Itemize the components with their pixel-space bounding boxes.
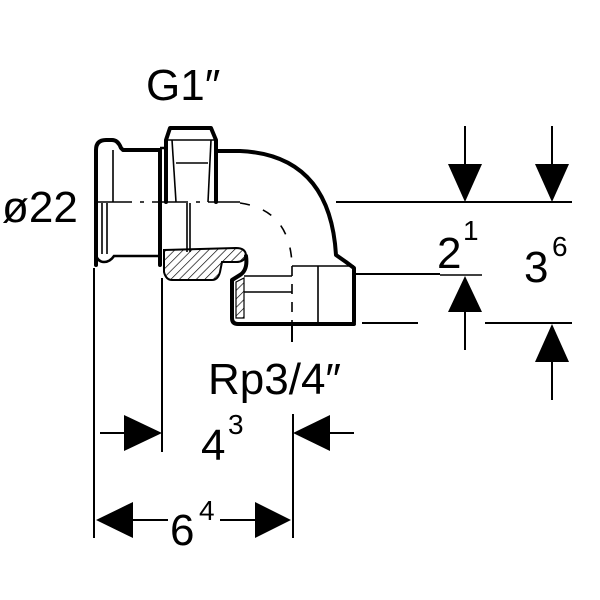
dim-height-outer-sup: 6 (552, 231, 568, 262)
socket-bead (94, 254, 160, 264)
dim-length-outer-sup: 4 (199, 495, 215, 526)
dim-height-inner-base: 2 (437, 229, 461, 278)
female-thread-socket (230, 254, 356, 326)
arrow-right (255, 502, 291, 538)
dim-height-inner-sup: 1 (463, 215, 479, 246)
label-thread-top: G1″ (146, 61, 220, 110)
label-thread-bottom: Rp3/4″ (208, 355, 341, 404)
union-section (163, 246, 248, 281)
arrow-up (448, 276, 482, 312)
arrow-right (124, 415, 162, 451)
dim-height-inner: 2 1 (437, 126, 482, 350)
elbow-outer-arc (214, 149, 356, 324)
dim-length-outer: 6 4 (96, 495, 291, 555)
dim-length-inner-sup: 3 (228, 409, 244, 440)
nut-face (171, 139, 177, 203)
label-pipe-diameter: ø22 (2, 183, 78, 232)
arrow-down (448, 164, 482, 202)
arrow-down (535, 164, 569, 202)
dim-height-outer-base: 3 (524, 243, 548, 292)
elbow-center-arc (239, 202, 293, 266)
arrow-left (96, 502, 133, 538)
arrow-left (293, 415, 330, 451)
arrow-up (535, 324, 569, 362)
nut-face (207, 139, 212, 203)
press-socket (94, 138, 162, 267)
dim-length-inner: 4 3 (100, 409, 354, 470)
fitting-body (94, 126, 356, 326)
dim-length-outer-base: 6 (170, 506, 194, 555)
socket-section (235, 277, 245, 319)
dim-length-inner-base: 4 (201, 421, 225, 470)
dim-height-outer: 3 6 (524, 126, 569, 400)
